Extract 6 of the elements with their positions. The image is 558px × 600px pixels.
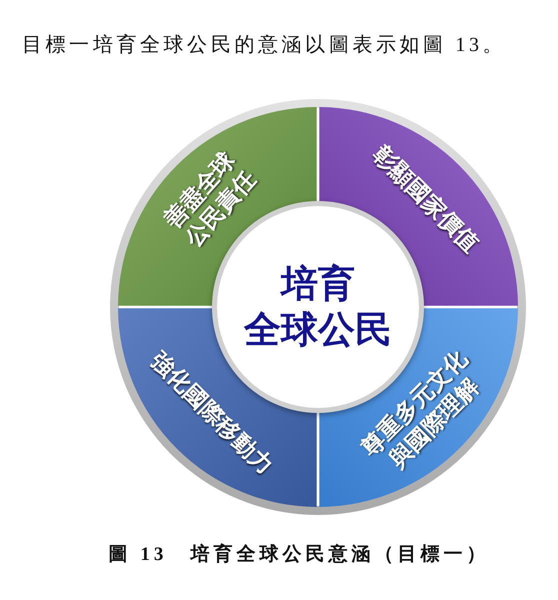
ring-segment [318, 307, 518, 507]
ring-segment [118, 307, 318, 507]
segment-label: 彰顯國家價值 [366, 141, 484, 258]
body-text: 目標一培育全球公民的意涵以圖表示如圖 13。 [22, 33, 506, 58]
segment-label: 善盡全球公民責任 [158, 146, 262, 254]
figure-caption: 圖 13 培育全球公民意涵（目標一） [108, 544, 490, 565]
